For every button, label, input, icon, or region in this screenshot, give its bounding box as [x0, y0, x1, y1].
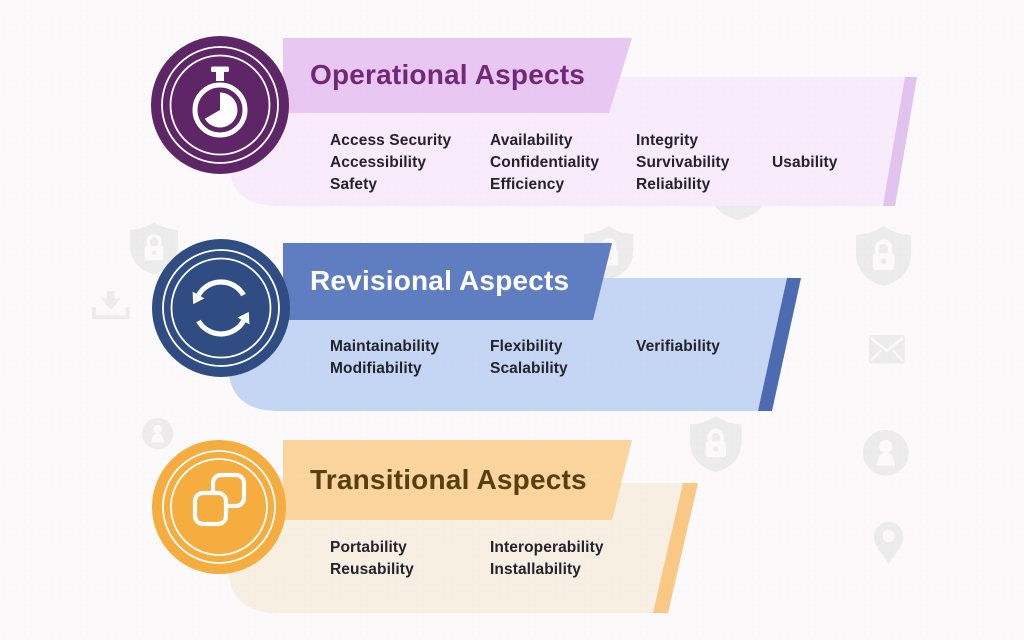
- aspect-column: Flexibility Scalability: [490, 336, 568, 380]
- revisional-circle-badge: [152, 239, 290, 377]
- aspect-item: Portability: [330, 539, 407, 556]
- aspect-column: Access Security Accessibility Safety: [330, 130, 451, 196]
- transitional-header-ribbon: [283, 440, 632, 520]
- aspect-item: Integrity: [636, 132, 699, 149]
- aspect-column: Portability Reusability: [330, 537, 414, 581]
- aspect-item: Safety: [330, 176, 378, 193]
- aspect-column: Interoperability Installability: [490, 537, 604, 581]
- operational-banner: [228, 38, 917, 206]
- download-icon: [92, 291, 130, 320]
- section-title: Operational Aspects: [310, 59, 586, 90]
- aspect-item: Flexibility: [490, 338, 563, 355]
- aspect-item: Scalability: [490, 360, 568, 377]
- aspect-item: Availability: [490, 132, 573, 149]
- aspect-item: Access Security: [330, 132, 452, 149]
- section-title: Revisional Aspects: [310, 265, 570, 296]
- aspect-column: Verifiability: [636, 336, 720, 358]
- aspect-column: Availability Confidentiality Efficiency: [490, 130, 599, 196]
- aspect-column: Usability: [772, 152, 838, 174]
- aspect-item: Accessibility: [330, 154, 427, 171]
- aspect-item: Modifiability: [330, 360, 422, 377]
- aspect-item: Interoperability: [490, 539, 604, 556]
- operational-header-ribbon: [283, 38, 632, 113]
- aspect-item: Confidentiality: [490, 154, 600, 171]
- aspect-column: Maintainability Modifiability: [330, 336, 439, 380]
- stopwatch-icon: [192, 66, 248, 138]
- aspect-item: Installability: [490, 561, 581, 578]
- revisional-header-ribbon: [283, 243, 612, 320]
- aspect-item: Efficiency: [490, 176, 565, 193]
- sync-arrows-icon: [192, 279, 250, 337]
- operational-circle-badge: [151, 36, 289, 174]
- aspect-column: Integrity Survivability Reliability: [636, 130, 729, 196]
- transitional-circle-badge: [152, 440, 286, 574]
- copy-squares-icon: [192, 472, 247, 527]
- aspect-item: Reusability: [330, 561, 414, 578]
- aspect-item: Usability: [772, 154, 838, 171]
- revisional-banner: [228, 243, 801, 411]
- section-title: Transitional Aspects: [310, 464, 587, 495]
- aspect-item: Survivability: [636, 154, 730, 171]
- aspect-item: Verifiability: [636, 338, 720, 355]
- aspect-item: Reliability: [636, 176, 711, 193]
- aspect-item: Maintainability: [330, 338, 440, 355]
- transitional-banner: [228, 440, 698, 613]
